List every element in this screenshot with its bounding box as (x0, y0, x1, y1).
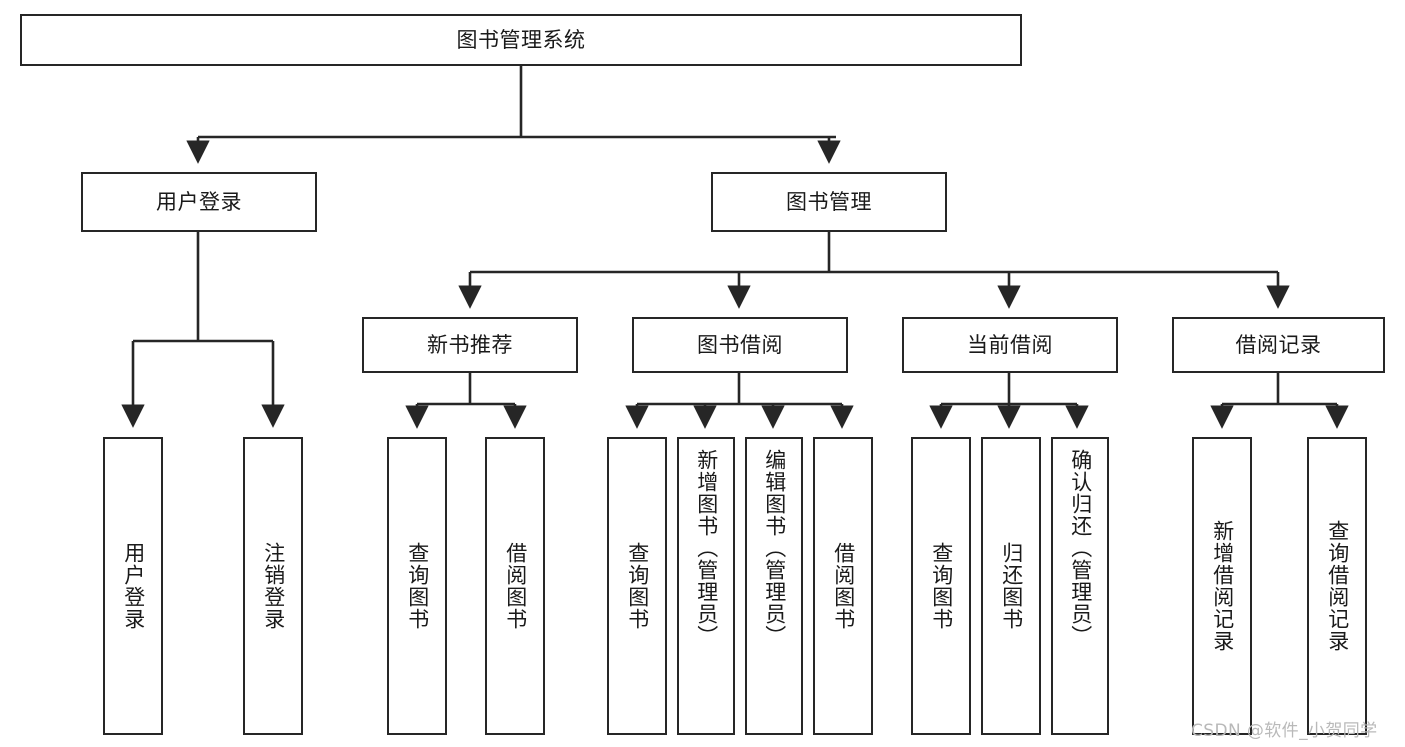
leaf-current-borrow-return-book-label: 归还图书 (999, 542, 1024, 630)
node-root[interactable]: 图书管理系统 (20, 14, 1022, 66)
node-current-borrow[interactable]: 当前借阅 (902, 317, 1118, 373)
leaf-current-borrow-return-book[interactable]: 归还图书 (981, 437, 1041, 735)
node-new-book-recommend[interactable]: 新书推荐 (362, 317, 578, 373)
leaf-book-borrow-borrow-book[interactable]: 借阅图书 (813, 437, 873, 735)
leaf-new-book-borrow-book-label: 借阅图书 (503, 542, 528, 630)
node-borrow-record[interactable]: 借阅记录 (1172, 317, 1385, 373)
leaf-book-borrow-edit-book-label: 编辑图书（管理员） (762, 449, 787, 647)
leaf-user-login-logout[interactable]: 注销登录 (243, 437, 303, 735)
leaf-new-book-query-book-label: 查询图书 (405, 542, 430, 630)
node-book-management-label: 图书管理 (786, 189, 872, 214)
leaf-borrow-record-query-record[interactable]: 查询借阅记录 (1307, 437, 1367, 735)
leaf-book-borrow-borrow-book-label: 借阅图书 (831, 542, 856, 630)
node-root-label: 图书管理系统 (456, 27, 586, 52)
node-book-borrow[interactable]: 图书借阅 (632, 317, 848, 373)
node-book-borrow-label: 图书借阅 (697, 332, 783, 357)
csdn-watermark: CSDN @软件_小贺同学 (1191, 721, 1378, 741)
leaf-book-borrow-edit-book[interactable]: 编辑图书（管理员） (745, 437, 803, 735)
leaf-borrow-record-add-record[interactable]: 新增借阅记录 (1192, 437, 1252, 735)
node-borrow-record-label: 借阅记录 (1235, 332, 1322, 357)
node-user-login-label: 用户登录 (156, 189, 242, 214)
leaf-new-book-borrow-book[interactable]: 借阅图书 (485, 437, 545, 735)
leaf-current-borrow-confirm-return[interactable]: 确认归还（管理员） (1051, 437, 1109, 735)
leaf-user-login-logout-label: 注销登录 (261, 542, 286, 630)
node-book-management[interactable]: 图书管理 (711, 172, 947, 232)
leaf-new-book-query-book[interactable]: 查询图书 (387, 437, 447, 735)
node-user-login[interactable]: 用户登录 (81, 172, 317, 232)
leaf-book-borrow-query-book[interactable]: 查询图书 (607, 437, 667, 735)
leaf-current-borrow-query-book-label: 查询图书 (929, 542, 954, 630)
leaf-current-borrow-confirm-return-label: 确认归还（管理员） (1068, 449, 1093, 647)
leaf-book-borrow-add-book-label: 新增图书（管理员） (694, 449, 719, 647)
node-new-book-recommend-label: 新书推荐 (427, 332, 513, 357)
leaf-borrow-record-add-record-label: 新增借阅记录 (1210, 520, 1235, 652)
leaf-book-borrow-query-book-label: 查询图书 (625, 542, 650, 630)
leaf-borrow-record-query-record-label: 查询借阅记录 (1325, 520, 1350, 652)
leaf-current-borrow-query-book[interactable]: 查询图书 (911, 437, 971, 735)
node-current-borrow-label: 当前借阅 (967, 332, 1053, 357)
leaf-book-borrow-add-book[interactable]: 新增图书（管理员） (677, 437, 735, 735)
leaf-user-login-login[interactable]: 用户登录 (103, 437, 163, 735)
leaf-user-login-login-label: 用户登录 (121, 542, 146, 630)
